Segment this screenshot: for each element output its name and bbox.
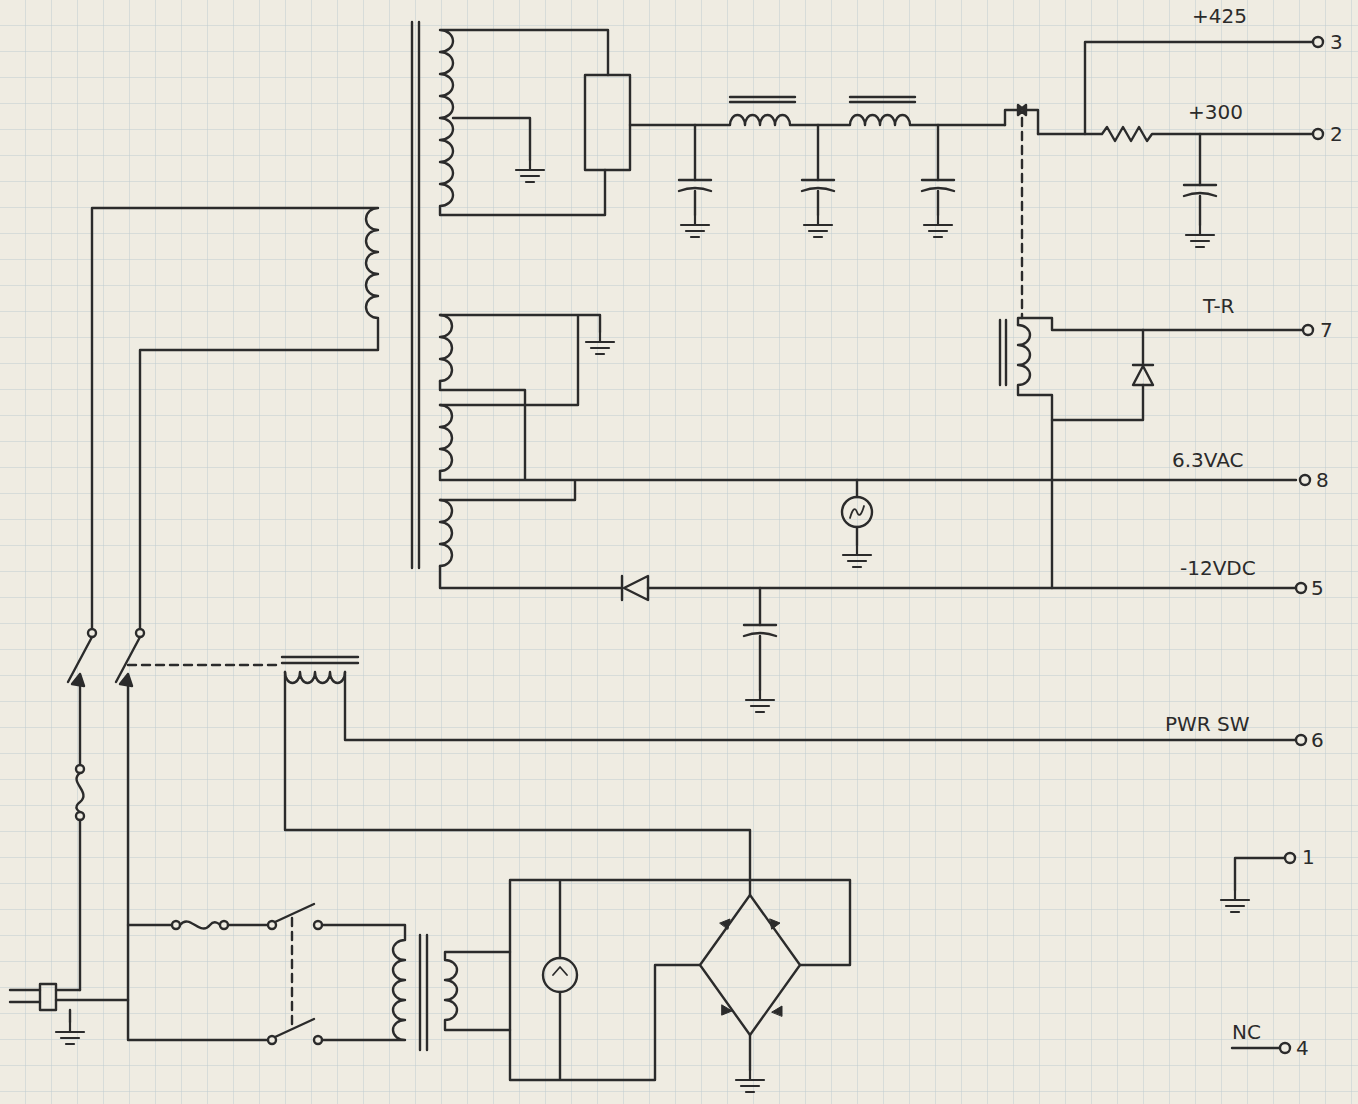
rectifier-tube (585, 75, 630, 170)
secondary-winding (445, 952, 510, 1030)
bridge-rectifier (700, 895, 800, 1035)
terminal (1296, 583, 1306, 593)
terminal-number: 3 (1330, 30, 1343, 54)
transformer-core (420, 935, 427, 1050)
relay-coil (1018, 325, 1052, 588)
signal-label: +425 (1192, 4, 1247, 28)
fuse-symbol (180, 922, 220, 929)
terminal-number: 5 (1311, 576, 1324, 600)
terminal-number: 8 (1316, 468, 1329, 492)
hv-output (1038, 42, 1313, 134)
signal-label: -12VDC (1180, 556, 1256, 580)
primary-winding (92, 208, 378, 629)
pilot-lamp (543, 958, 577, 992)
terminal (1296, 735, 1306, 745)
mechanical-link (1021, 118, 1023, 318)
terminal-number: 2 (1330, 122, 1343, 146)
winding (440, 500, 452, 566)
signal-label: T-R (1203, 294, 1235, 318)
choke-cores (730, 97, 915, 102)
rectifier-diode (440, 566, 1296, 600)
transformer-core (412, 22, 419, 568)
filter-chokes (630, 115, 1005, 125)
terminal-number: 4 (1296, 1036, 1309, 1060)
terminal (1303, 325, 1313, 335)
primary-winding (322, 925, 405, 1040)
terminal (1313, 129, 1323, 139)
winding (440, 315, 452, 381)
terminal-number: 7 (1320, 318, 1333, 342)
fuse-symbol (76, 773, 83, 812)
terminal-number: 1 (1302, 845, 1315, 869)
signal-label: NC (1232, 1020, 1261, 1044)
terminal (1285, 853, 1295, 863)
pilot-lamp (842, 497, 872, 527)
signal-label: 6.3VAC (1172, 448, 1244, 472)
relay-core (1000, 320, 1006, 385)
winding (440, 405, 452, 471)
signal-label: PWR SW (1165, 712, 1250, 736)
terminal (1280, 1043, 1290, 1053)
hv-winding (440, 30, 608, 215)
terminal-number: 6 (1311, 728, 1324, 752)
diode-symbol (1052, 330, 1153, 420)
switch-blade (275, 1019, 314, 1037)
signal-label: +300 (1188, 100, 1243, 124)
relay-coil (285, 672, 345, 683)
switch-blade (275, 904, 314, 922)
cap-leads (695, 125, 938, 215)
relay-core (282, 657, 358, 663)
wiring (10, 22, 1323, 1092)
center-tap (453, 118, 530, 160)
terminal (1313, 37, 1323, 47)
mains-plug (40, 984, 56, 1010)
terminal (1300, 475, 1310, 485)
